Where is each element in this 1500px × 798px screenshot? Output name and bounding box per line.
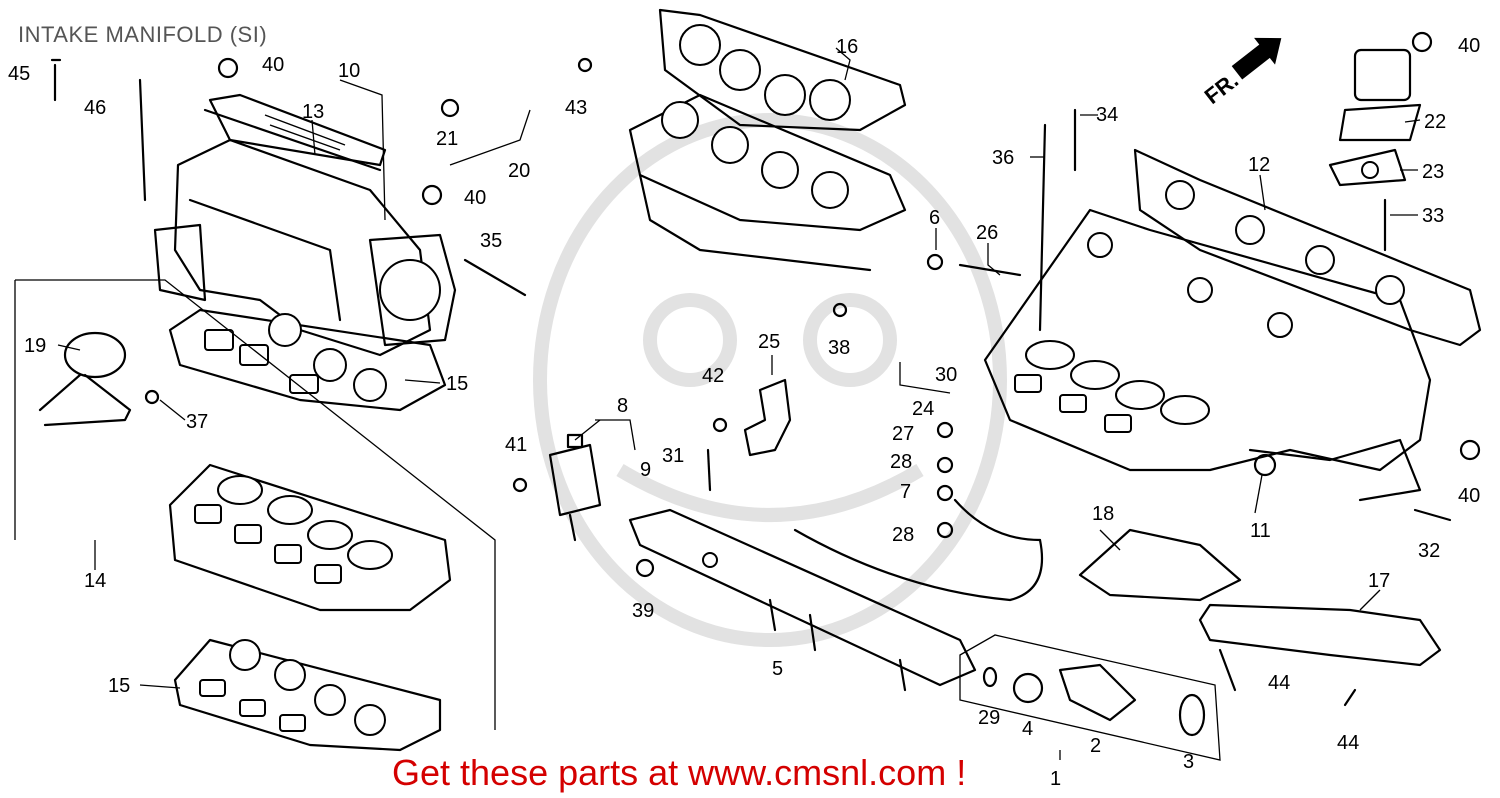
label-1[interactable]: 1 (1050, 768, 1061, 790)
label-39[interactable]: 39 (632, 600, 654, 622)
label-28a[interactable]: 28 (890, 451, 912, 473)
upper-intake-chamber (153, 93, 457, 357)
egr-valve (1328, 48, 1422, 187)
intake-manifold (983, 208, 1432, 502)
label-3[interactable]: 3 (1183, 751, 1194, 773)
label-28b[interactable]: 28 (892, 524, 914, 546)
label-29[interactable]: 29 (978, 707, 1000, 729)
injector-assembly (959, 634, 1221, 761)
front-label: FR. (1200, 67, 1243, 109)
label-36[interactable]: 36 (992, 147, 1014, 169)
label-31[interactable]: 31 (662, 445, 684, 467)
label-40b[interactable]: 40 (464, 187, 486, 209)
label-5[interactable]: 5 (772, 658, 783, 680)
part-number-labels: 1 2 3 4 5 6 7 8 9 10 11 12 13 14 15 15 1… (8, 35, 1480, 790)
label-44a[interactable]: 44 (1268, 672, 1290, 694)
label-15b[interactable]: 15 (108, 675, 130, 697)
label-24[interactable]: 24 (912, 398, 934, 420)
fuel-hose (793, 498, 1044, 602)
label-33[interactable]: 33 (1422, 205, 1444, 227)
label-16[interactable]: 16 (836, 36, 858, 58)
label-12[interactable]: 12 (1248, 154, 1270, 176)
label-10[interactable]: 10 (338, 60, 360, 82)
intake-runner-lower (628, 93, 907, 272)
fasteners (50, 31, 1481, 707)
label-37[interactable]: 37 (186, 411, 208, 433)
label-46[interactable]: 46 (84, 97, 106, 119)
label-4[interactable]: 4 (1022, 718, 1033, 740)
label-6[interactable]: 6 (929, 207, 940, 229)
label-40a[interactable]: 40 (262, 54, 284, 76)
fuel-rail (628, 508, 977, 692)
label-14[interactable]: 14 (84, 570, 106, 592)
lower-gasket (173, 638, 442, 752)
label-17[interactable]: 17 (1368, 570, 1390, 592)
label-30[interactable]: 30 (935, 364, 957, 386)
bracket (743, 378, 792, 457)
pressure-regulator (548, 433, 602, 542)
label-34[interactable]: 34 (1096, 104, 1118, 126)
diagram-title: INTAKE MANIFOLD (SI) (18, 22, 268, 47)
upper-gasket (168, 308, 447, 412)
promo-banner-link[interactable]: Get these parts at www.cmsnl.com ! (392, 752, 967, 793)
label-2[interactable]: 2 (1090, 735, 1101, 757)
label-22[interactable]: 22 (1424, 111, 1446, 133)
label-35[interactable]: 35 (480, 230, 502, 252)
intake-spacer (168, 463, 452, 612)
front-direction-marker: FR. (1200, 37, 1282, 109)
label-42[interactable]: 42 (702, 365, 724, 387)
label-20[interactable]: 20 (508, 160, 530, 182)
manifold-gasket-16 (658, 8, 907, 132)
label-45[interactable]: 45 (8, 63, 30, 85)
stay-17 (1198, 603, 1442, 667)
manifold-gasket-12 (1133, 148, 1482, 347)
label-18[interactable]: 18 (1092, 503, 1114, 525)
label-25[interactable]: 25 (758, 331, 780, 353)
label-27[interactable]: 27 (892, 423, 914, 445)
label-23[interactable]: 23 (1422, 161, 1444, 183)
label-38[interactable]: 38 (828, 337, 850, 359)
label-26[interactable]: 26 (976, 222, 998, 244)
label-41[interactable]: 41 (505, 434, 527, 456)
bracket-18 (1078, 528, 1242, 602)
label-11[interactable]: 11 (1250, 520, 1271, 542)
label-43[interactable]: 43 (565, 97, 587, 119)
label-19[interactable]: 19 (24, 335, 46, 357)
label-32[interactable]: 32 (1418, 540, 1440, 562)
label-40d[interactable]: 40 (1458, 485, 1480, 507)
label-13[interactable]: 13 (302, 101, 324, 123)
label-21[interactable]: 21 (436, 128, 458, 150)
label-40c[interactable]: 40 (1458, 35, 1480, 57)
label-15a[interactable]: 15 (446, 373, 468, 395)
leader-lines (57, 47, 1421, 760)
watermark (533, 113, 1007, 647)
label-44b[interactable]: 44 (1337, 732, 1359, 754)
label-7[interactable]: 7 (900, 481, 911, 503)
diaphragm-actuator (38, 331, 132, 427)
label-8[interactable]: 8 (617, 395, 628, 417)
label-9[interactable]: 9 (640, 459, 651, 481)
